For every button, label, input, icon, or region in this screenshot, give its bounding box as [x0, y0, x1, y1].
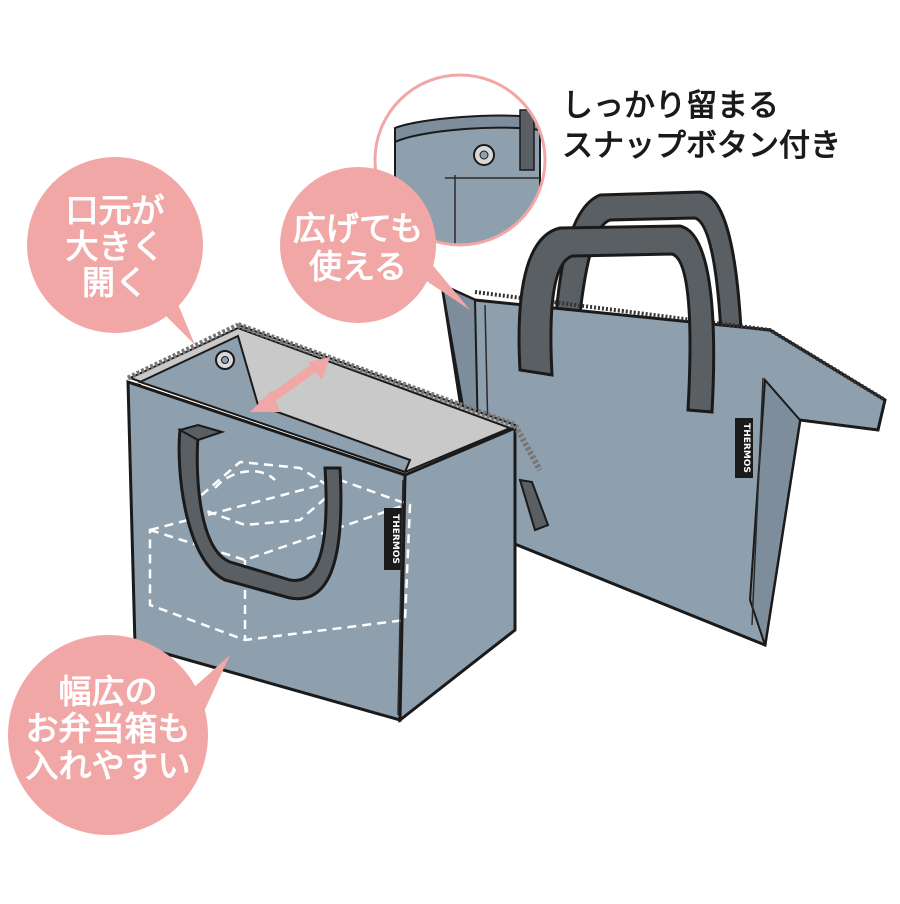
back-bag-brand-tag	[735, 418, 753, 478]
callout-usable-open: 広げても 使える	[280, 167, 470, 323]
callout-wide-opening: 口元が 大きく 開く	[27, 157, 203, 345]
back-bag-side-panel	[748, 377, 802, 646]
snap-caption-line2: スナップボタン付き	[562, 128, 841, 164]
front-bag-zipper-left	[126, 322, 240, 381]
front-bag-brand-tag	[384, 508, 402, 570]
back-bag-stitch-right	[751, 377, 764, 626]
callout-wide-opening-line1: 口元が	[66, 191, 165, 230]
double-arrow-icon	[250, 357, 330, 412]
front-bag-brand-label: THERMOS	[390, 514, 400, 564]
callout-wide-lunchbox-line2: お弁当箱も	[26, 709, 191, 748]
snap-caption-line1: しっかり留まる	[562, 88, 779, 124]
snap-caption: しっかり留まる スナップボタン付き	[562, 86, 882, 166]
callout-usable-open-line2: 使える	[309, 247, 407, 286]
back-bag-handle-near	[517, 224, 716, 414]
back-bag-brand-label: THERMOS	[741, 423, 751, 473]
callout-wide-opening-line2: 大きく	[66, 227, 165, 266]
back-bag-zipper	[474, 290, 887, 402]
callout-wide-lunchbox: 幅広の お弁当箱も 入れやすい	[8, 635, 230, 835]
front-bag: THERMOS	[126, 322, 550, 724]
callout-wide-lunchbox-line1: 幅広の	[59, 672, 158, 711]
callout-usable-open-line1: 広げても	[293, 209, 423, 248]
callout-wide-lunchbox-line3: 入れやすい	[26, 746, 191, 785]
callout-wide-opening-line3: 開く	[82, 263, 148, 302]
front-bag-right-panel	[398, 425, 517, 724]
back-bag: THERMOS	[440, 190, 887, 648]
front-bag-handle	[177, 428, 343, 601]
front-bag-inner-rim	[137, 334, 412, 474]
front-bag-zipper-pull	[518, 478, 550, 532]
